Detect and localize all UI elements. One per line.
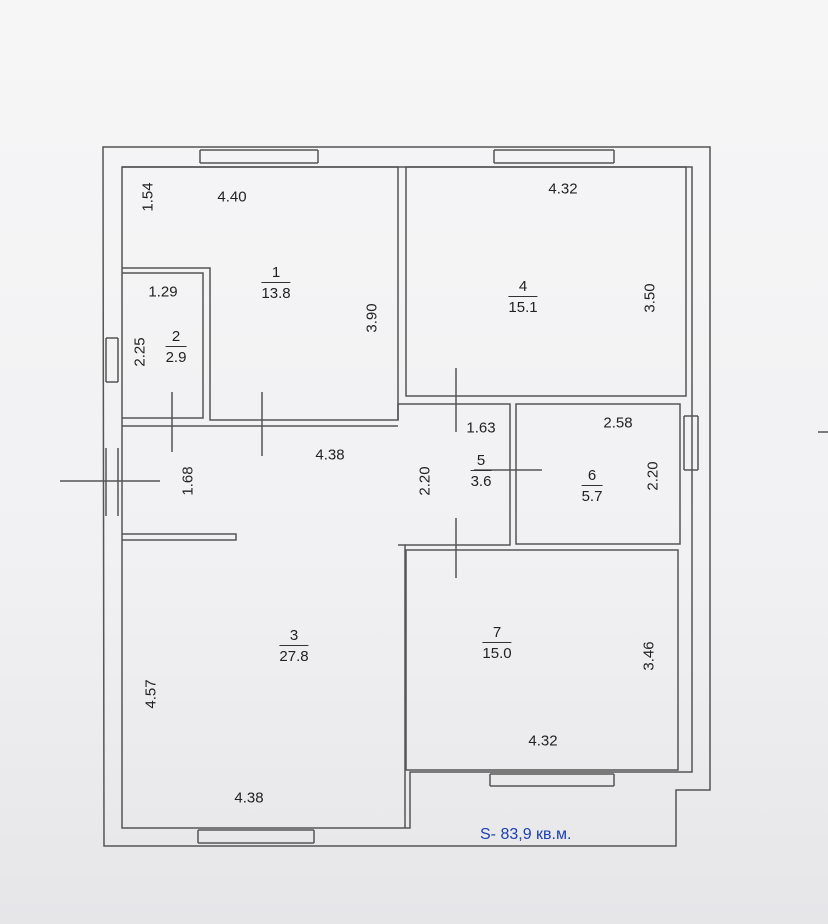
room-3-area: 27.8	[279, 648, 309, 665]
room-3-lower-right	[398, 544, 406, 828]
dim-r7-height: 3.46	[640, 641, 658, 671]
dim-r6-width: 2.58	[603, 414, 633, 432]
room-3-label: 3 27.8	[279, 628, 309, 666]
room-4-outline	[405, 166, 687, 397]
room-7-area: 15.0	[482, 645, 512, 662]
dim-hall-height: 1.68	[179, 466, 197, 496]
room-3-number: 3	[279, 628, 309, 646]
dim-r3-width: 4.38	[234, 789, 264, 807]
room-1-outline	[122, 166, 399, 421]
room-5-area: 3.6	[470, 473, 492, 490]
room-1-number: 1	[261, 265, 291, 283]
dim-hall-width: 4.38	[315, 446, 345, 464]
dim-r3-height: 4.57	[142, 679, 160, 709]
room-5-label: 5 3.6	[470, 453, 492, 491]
window-left-hall	[105, 448, 119, 516]
room-7-label: 7 15.0	[482, 625, 512, 663]
room-6-area: 5.7	[581, 488, 603, 505]
dim-r7-width: 4.32	[528, 732, 558, 750]
window-right-room-6	[683, 415, 699, 471]
dim-r2-width: 1.29	[148, 283, 178, 301]
dim-r4-width: 4.32	[548, 180, 578, 198]
dim-r1-height: 3.90	[363, 303, 381, 333]
dim-r1-top-depth: 1.54	[139, 182, 157, 212]
room-1-label: 1 13.8	[261, 265, 291, 303]
room-3-right-wall	[397, 403, 405, 420]
window-left-room-2	[105, 337, 119, 383]
room-2-area: 2.9	[165, 349, 187, 366]
room-7-outline	[405, 549, 679, 771]
window-bottom-room-3	[197, 829, 315, 844]
room-6-number: 6	[581, 468, 603, 486]
room-6-outline	[515, 403, 681, 545]
dim-r6-height: 2.20	[644, 461, 662, 491]
room-5-outline	[405, 403, 511, 546]
window-top-right	[493, 149, 615, 164]
dim-r1-width: 4.40	[217, 188, 247, 206]
room-5-number: 5	[470, 453, 492, 471]
total-area: S- 83,9 кв.м.	[480, 826, 572, 843]
window-top-left	[199, 149, 319, 164]
room-4-area: 15.1	[508, 299, 538, 316]
dim-r5-width: 1.63	[466, 419, 496, 437]
dim-r4-height: 3.50	[641, 283, 659, 313]
dim-r2-height: 2.25	[131, 337, 149, 367]
room-2-label: 2 2.9	[165, 329, 187, 367]
room-4-number: 4	[508, 279, 538, 297]
room-1-area: 13.8	[261, 285, 291, 302]
room-4-label: 4 15.1	[508, 279, 538, 317]
window-bottom-room-7	[489, 773, 615, 787]
outer-wall-outer-line	[102, 146, 711, 847]
room-2-number: 2	[165, 329, 187, 347]
room-6-label: 6 5.7	[581, 468, 603, 506]
room-7-number: 7	[482, 625, 512, 643]
outer-wall-inner-line	[121, 166, 693, 829]
hall-left-stub	[122, 533, 237, 541]
dim-r5-height: 2.20	[416, 466, 434, 496]
room-2-outline	[122, 272, 204, 419]
